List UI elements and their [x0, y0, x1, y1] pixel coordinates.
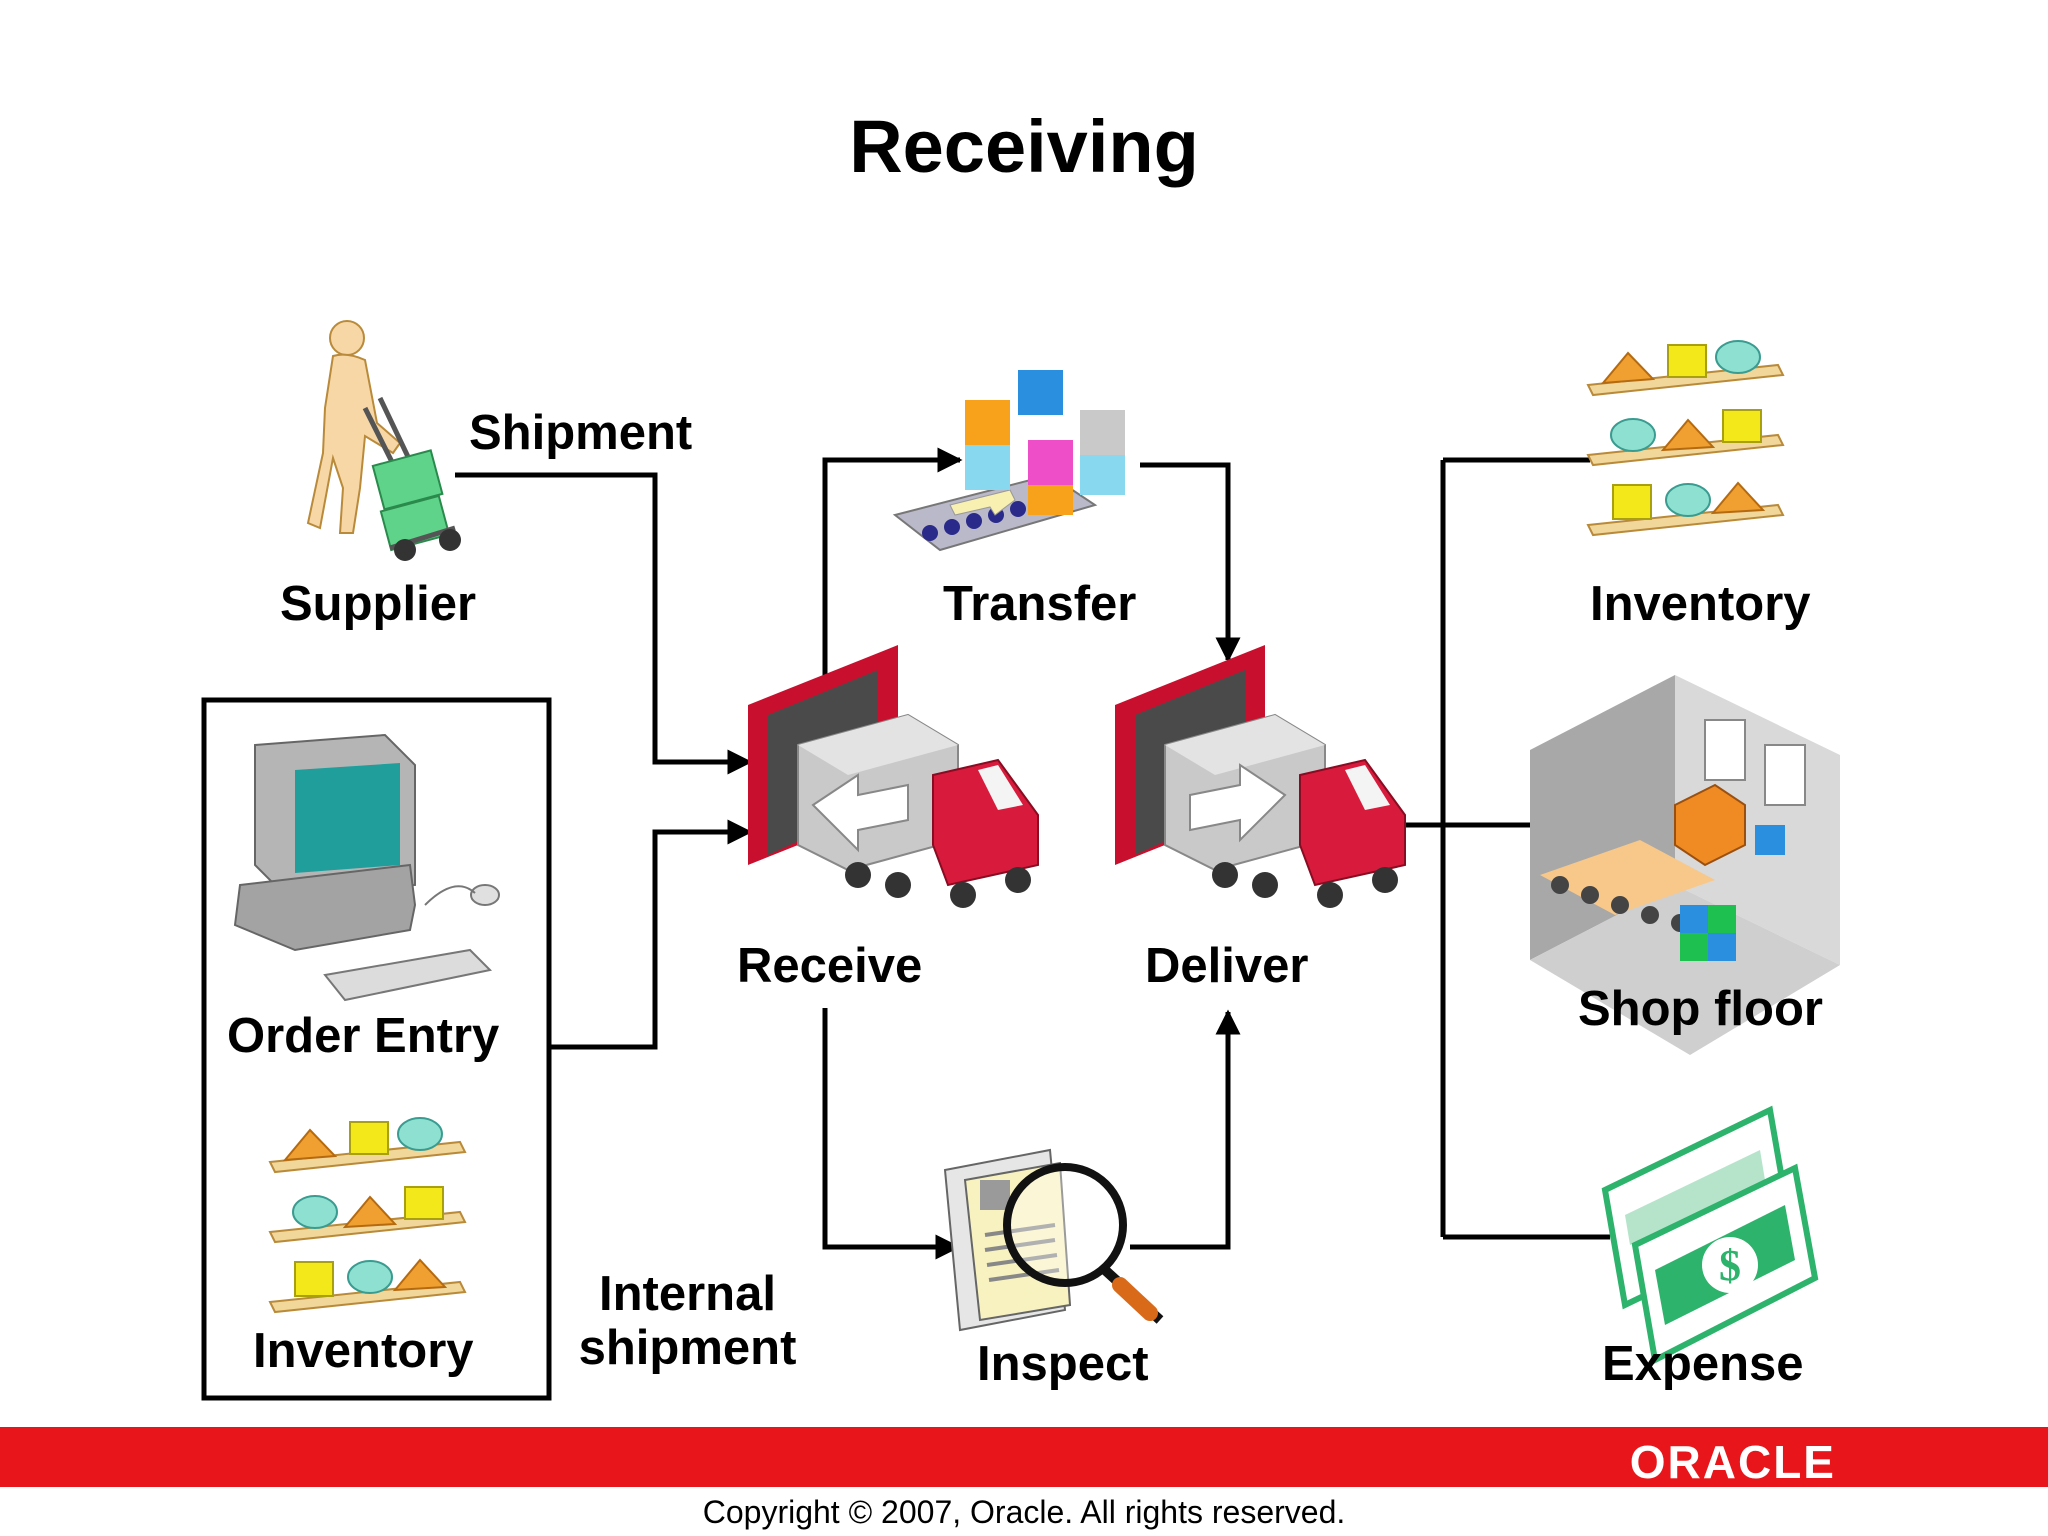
- inspect-magnifier-icon: [943, 1148, 1164, 1332]
- internal-shipment-line-2: shipment: [578, 1320, 797, 1375]
- inspect-label: Inspect: [977, 1337, 1149, 1391]
- computer-icon: [233, 733, 500, 1002]
- shipment-label: Shipment: [469, 406, 693, 460]
- inventory-label: Inventory: [1590, 577, 1811, 631]
- expense-label: Expense: [1602, 1337, 1804, 1391]
- expense-money-icon: $: [1601, 1105, 1819, 1365]
- internal-shipment-label: Internal shipment: [570, 1267, 805, 1376]
- supplier-label: Supplier: [280, 577, 477, 631]
- shop-floor-label: Shop floor: [1578, 982, 1823, 1036]
- receive-label: Receive: [737, 939, 923, 993]
- order-entry-label: Order Entry: [227, 1009, 500, 1063]
- transfer-label: Transfer: [943, 577, 1137, 631]
- oracle-logo: ORACLE: [1629, 1436, 1836, 1488]
- connector-lines: [455, 447, 1610, 1260]
- receive-truck-icon: [747, 644, 1039, 909]
- copyright-text: Copyright © 2007, Oracle. All rights res…: [702, 1494, 1346, 1530]
- inventory-shelves-icon: [269, 1117, 466, 1313]
- transfer-conveyor-icon: [892, 370, 1125, 552]
- internal-sources-box: [201, 697, 552, 1401]
- supplier-hand-truck-icon: [306, 320, 461, 561]
- inventory-label: Inventory: [253, 1324, 474, 1378]
- deliver-truck-icon: [1114, 644, 1406, 909]
- shop-floor-icon: [1530, 675, 1840, 1055]
- svg-text:$: $: [1719, 1241, 1741, 1290]
- deliver-label: Deliver: [1145, 939, 1309, 993]
- footer-bar: [0, 1427, 2048, 1487]
- internal-shipment-line-1: Internal: [599, 1267, 776, 1321]
- inventory-shelves-icon: [1587, 340, 1784, 536]
- page-title: Receiving: [849, 105, 1199, 188]
